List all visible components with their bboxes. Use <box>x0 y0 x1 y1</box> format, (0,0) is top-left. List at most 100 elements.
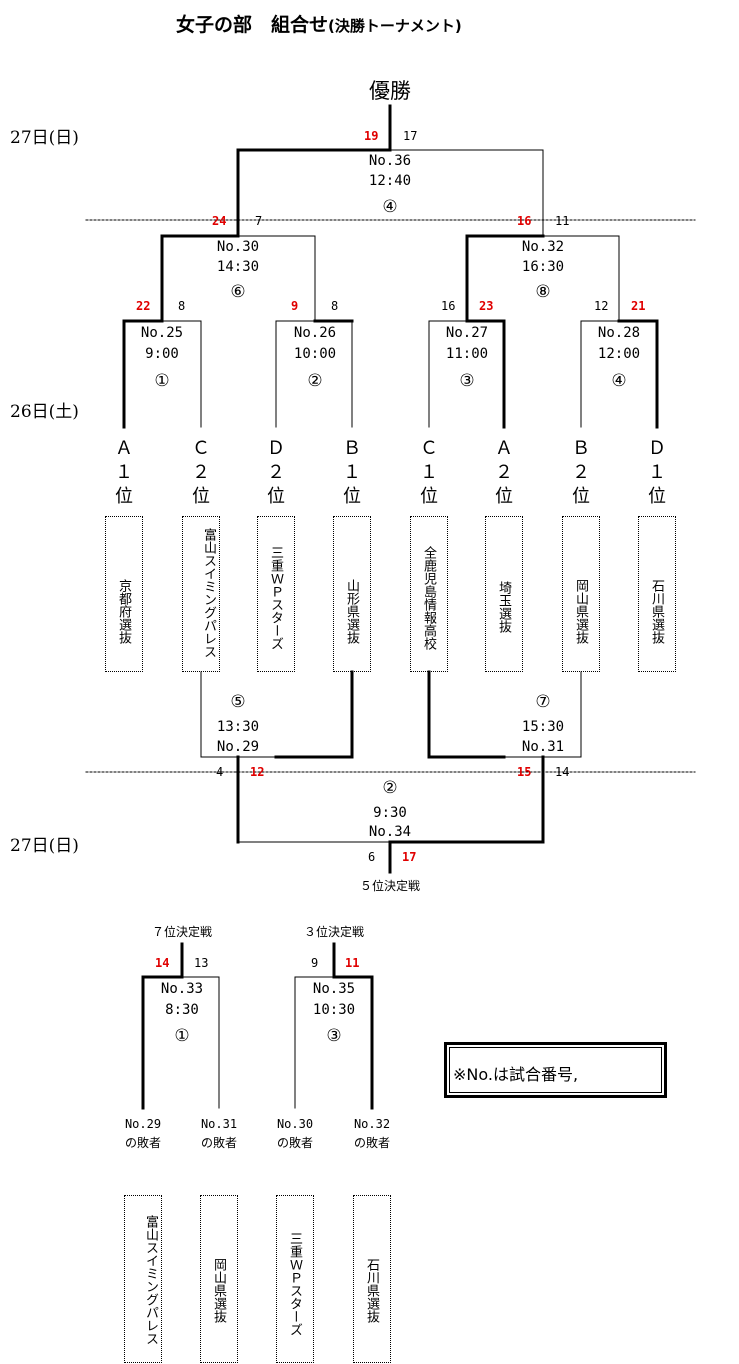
seed-label: Ｃ１位 <box>420 438 438 507</box>
qf4-score-left: 12 <box>594 299 609 313</box>
semi1-score-right: 7 <box>255 214 263 228</box>
qf1-score-left: 22 <box>136 299 151 313</box>
team-name: 石川県選抜 <box>649 578 664 644</box>
team-name: 岡山県選抜 <box>211 1257 226 1323</box>
third-court: ③ <box>326 1026 342 1046</box>
qf2-score-left: 9 <box>291 299 299 313</box>
cons1-match-number: No.29 <box>216 739 260 755</box>
qf3-score-right: 23 <box>479 299 494 313</box>
fifth-place-label: ５位決定戦 <box>359 879 421 893</box>
qf4-match-number: No.28 <box>597 325 641 341</box>
loser-match-ref: No.29 <box>124 1117 162 1131</box>
team-box: 埼玉選抜 <box>485 516 523 672</box>
seventh-court: ① <box>174 1026 190 1046</box>
team-box: 京都府選抜 <box>105 516 143 672</box>
team-name: 富山スイミングパレス <box>201 528 216 658</box>
note-box: ※No.は試合番号, <box>444 1042 667 1098</box>
qf3-time: 11:00 <box>445 346 489 362</box>
fifth-court: ② <box>382 778 398 798</box>
team-name: 三重ＷＰスターズ <box>268 546 283 650</box>
team-box: 三重ＷＰスターズ <box>257 516 295 672</box>
cons2-match-number: No.31 <box>521 739 565 755</box>
title-main: 女子の部 組合せ <box>176 14 329 36</box>
title-sub: (決勝トーナメント) <box>328 17 462 35</box>
seventh-score-left: 14 <box>155 956 170 970</box>
fifth-score-right: 15 <box>517 765 532 779</box>
note-text: ※No.は試合番号, <box>453 1065 579 1084</box>
semi1-match-number: No.30 <box>216 239 260 255</box>
loser-team-box: 石川県選抜 <box>353 1195 391 1363</box>
loser-match-ref: No.30 <box>276 1117 314 1131</box>
cons1-time: 13:30 <box>216 719 260 735</box>
final-score-right: 17 <box>403 129 418 143</box>
qf4-court: ④ <box>611 371 627 391</box>
loser-text: の敗者 <box>276 1136 313 1150</box>
seed-label: Ｂ１位 <box>343 438 361 507</box>
team-name: 富山スイミングパレス <box>143 1215 158 1345</box>
fifth-score-right-top: 14 <box>555 765 570 779</box>
qf1-match-number: No.25 <box>140 325 184 341</box>
qf2-score-right: 8 <box>331 299 339 313</box>
loser-team-box: 富山スイミングパレス <box>124 1195 162 1363</box>
team-box: 岡山県選抜 <box>562 516 600 672</box>
final-score-left: 19 <box>364 129 379 143</box>
cons2-time: 15:30 <box>521 719 565 735</box>
team-box: 富山スイミングパレス <box>182 516 220 672</box>
qf1-court: ① <box>154 371 170 391</box>
final-court: ④ <box>382 197 398 217</box>
day-label-sunday-bottom: 27日(日) <box>10 836 79 856</box>
fifth-score-bottom-left: 6 <box>368 850 376 864</box>
seed-label: Ｄ２位 <box>267 438 285 507</box>
fifth-time: 9:30 <box>373 805 407 821</box>
third-score-right: 11 <box>345 956 360 970</box>
qf2-time: 10:00 <box>293 346 337 362</box>
seventh-time: 8:30 <box>165 1002 199 1018</box>
qf2-match-number: No.26 <box>293 325 337 341</box>
day-label-saturday: 26日(土) <box>10 402 79 422</box>
seed-label: Ａ１位 <box>115 438 133 507</box>
third-place-label: ３位決定戦 <box>303 925 365 939</box>
fifth-match-number: No.34 <box>368 824 412 840</box>
team-box: 全鹿児島情報高校 <box>410 516 448 672</box>
day-label-sunday: 27日(日) <box>10 128 79 148</box>
cons1-court: ⑤ <box>230 692 246 712</box>
third-match-number: No.35 <box>312 981 356 997</box>
semi1-time: 14:30 <box>216 259 260 275</box>
loser-match-ref: No.31 <box>200 1117 238 1131</box>
fifth-score-left: 12 <box>250 765 265 779</box>
qf1-time: 9:00 <box>145 346 179 362</box>
final-match-number: No.36 <box>368 153 412 169</box>
team-name: 岡山県選抜 <box>573 578 588 644</box>
note-inner-border <box>449 1047 662 1093</box>
team-name: 三重ＷＰスターズ <box>287 1232 302 1336</box>
seed-label: Ｃ２位 <box>192 438 210 507</box>
third-time: 10:30 <box>312 1002 356 1018</box>
team-name: 京都府選抜 <box>116 578 131 644</box>
team-name: 埼玉選抜 <box>496 581 511 633</box>
seed-label: Ａ２位 <box>495 438 513 507</box>
third-score-left: 9 <box>311 956 319 970</box>
seed-label: Ｂ２位 <box>572 438 590 507</box>
semi2-match-number: No.32 <box>521 239 565 255</box>
qf3-match-number: No.27 <box>445 325 489 341</box>
team-name: 石川県選抜 <box>364 1257 379 1323</box>
cons2-court: ⑦ <box>535 692 551 712</box>
fifth-score-left-top: 4 <box>216 765 224 779</box>
loser-team-box: 三重ＷＰスターズ <box>276 1195 314 1363</box>
semi1-court: ⑥ <box>230 282 246 302</box>
seventh-match-number: No.33 <box>160 981 204 997</box>
semi2-score-right: 11 <box>555 214 570 228</box>
loser-text: の敗者 <box>353 1136 390 1150</box>
champion-label: 優勝 <box>369 79 411 103</box>
team-box: 石川県選抜 <box>638 516 676 672</box>
seed-label: Ｄ１位 <box>648 438 666 507</box>
seventh-score-right: 13 <box>194 956 209 970</box>
seventh-place-label: ７位決定戦 <box>151 925 213 939</box>
loser-match-ref: No.32 <box>353 1117 391 1131</box>
loser-text: の敗者 <box>124 1136 161 1150</box>
loser-text: の敗者 <box>200 1136 237 1150</box>
team-box: 山形県選抜 <box>333 516 371 672</box>
semi2-score-left: 16 <box>517 214 532 228</box>
